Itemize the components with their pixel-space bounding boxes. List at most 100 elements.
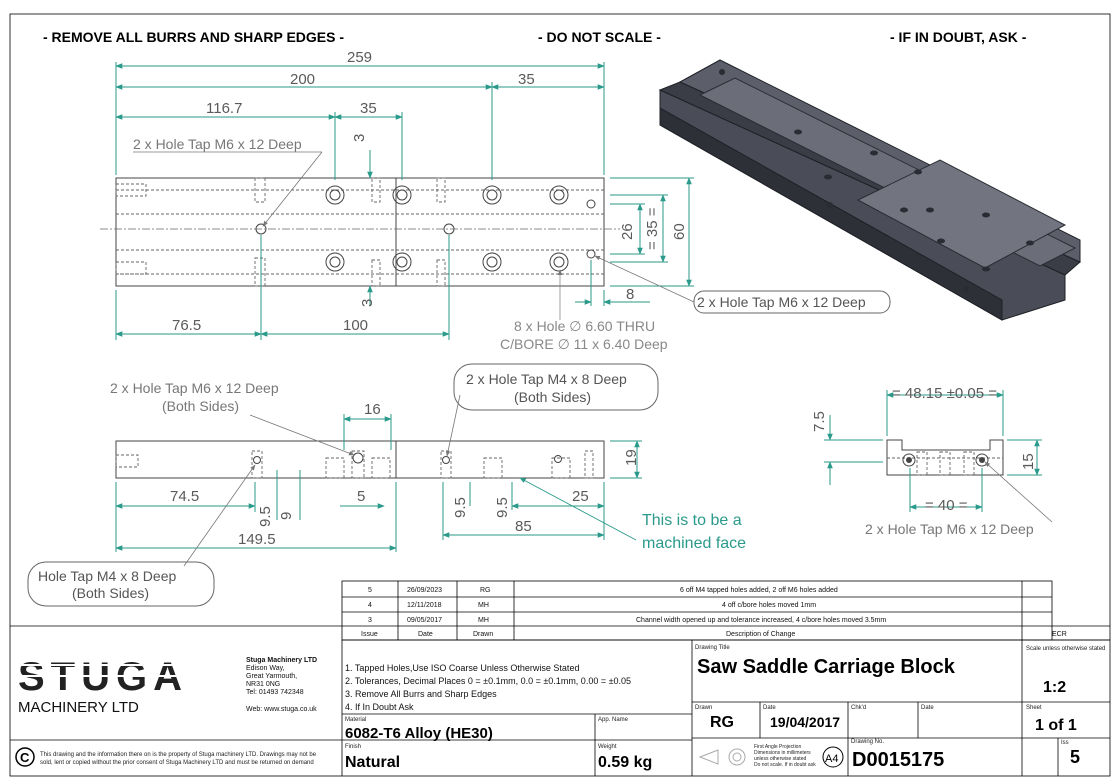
note-m4-2: (Both Sides) [514,389,591,405]
rev-header-date: Date [418,631,433,638]
rev-row-2-issue: 4 [368,602,372,609]
drawing-no: D0015175 [852,749,944,771]
scale-label: Scale unless otherwise stated [1026,646,1105,652]
date-value: 19/04/2017 [770,714,840,730]
note-m4b-1: Hole Tap M4 x 8 Deep [38,568,176,584]
dim-259: 259 [347,49,372,66]
banner-center: - DO NOT SCALE - [538,29,661,45]
dim-60: 60 [671,223,688,240]
banner-right: - IF IN DOUBT, ASK - [890,29,1027,45]
dim-76-5: 76.5 [172,317,201,334]
title-block [10,625,1110,776]
title-label: Drawing Title [695,645,730,651]
svg-text:C: C [20,750,30,765]
issue-label: Iss [1061,740,1069,746]
note-end-tap: 2 x Hole Tap M6 x 12 Deep [865,521,1034,537]
copyright-1: This drawing and the information there o… [40,752,317,758]
dim-9: 9 [278,512,295,520]
copyright-2: sold, lent or copied without the prior c… [40,760,314,766]
dim-100: 100 [343,317,368,334]
company-subtitle: MACHINERY LTD [18,699,139,716]
dim-9-5-c: 9.5 [494,497,511,518]
note-m4-1: 2 x Hole Tap M4 x 8 Deep [466,371,627,387]
dim-15: 15 [1020,453,1037,470]
dim-3-top: 3 [351,134,368,142]
dim-9-5-b: 9.5 [452,497,469,518]
rev-row-2-date: 12/11/2018 [407,602,442,609]
weight-value: 0.59 kg [598,754,652,771]
projection-2: Dimensions in millimeters [754,750,811,756]
sheet-label: Sheet [1026,705,1042,711]
note-cbore-2: C/BORE ∅ 11 x 6.40 Deep [500,336,668,352]
projection-1: First Angle Projection [754,744,801,750]
stuga-logo: STUGA [16,655,240,699]
dim-5: 5 [357,488,365,505]
cloud-m4b [27,561,215,607]
rev-row-3-desc: Channel width opened up and tolerance in… [636,617,886,624]
addr-1: Stuga Machinery LTD [246,657,317,664]
finish-value: Natural [345,754,400,771]
weight-label: Weight [598,744,617,750]
dim-7-5: 7.5 [811,411,828,432]
dim-74-5: 74.5 [170,488,199,505]
sheet-value: 1 of 1 [1035,717,1077,734]
note-2: 2. Tolerances, Decimal Places 0 = ±0.1mm… [345,676,631,686]
drawn-label: Drawn [695,705,712,711]
note-1: 1. Tapped Holes,Use ISO Coarse Unless Ot… [345,663,579,673]
projection-4: Do not scale. If in doubt ask [754,762,816,768]
addr-3: Great Yarmouth, [246,673,297,680]
addr-4: NR31 0NG [246,681,280,688]
cloud-m4 [453,363,659,411]
paper-size-badge: A4 [822,746,844,768]
note-tap-right: 2 x Hole Tap M6 x 12 Deep [697,294,866,310]
date2-label: Date [921,705,934,711]
finish-label: Finish [345,744,361,750]
rev-row-3-issue: 3 [368,617,372,624]
dim-40: = 40 = [925,497,968,514]
dim-35-top: 35 [518,71,535,88]
issue-value: 5 [1070,747,1080,767]
dim-200: 200 [290,71,315,88]
rev-row-2-desc: 4 off c/bore holes moved 1mm [722,602,816,609]
plan-view: 259 200 35 116.7 35 3 26 = 35 = 60 3 8 7… [100,49,891,352]
addr-2: Edison Way, [246,665,285,672]
dim-9-5-a: 9.5 [257,506,274,527]
rev-header-issue: Issue [361,631,378,638]
rev-row-1-desc: 6 off M4 tapped holes added, 2 off M6 ho… [680,587,838,594]
dim-116-7: 116.7 [206,100,242,117]
banner-left: - REMOVE ALL BURRS AND SHARP EDGES - [43,29,344,45]
projection-icon [698,748,746,766]
note-3: 3. Remove All Burrs and Sharp Edges [345,689,497,699]
rev-row-1-drawn: RG [480,587,491,594]
projection-3: unless otherwise stated [754,756,806,762]
dim-8: 8 [626,286,634,303]
rev-row-1-date: 26/09/2023 [407,587,442,594]
rev-header-drawn: Drawn [473,631,493,638]
dim-3-bottom: 3 [359,299,376,307]
copyright-icon: C [15,747,35,767]
note-4: 4. If In Doubt Ask [345,702,414,712]
app-label: App. Name [598,717,629,723]
note-m6-1: 2 x Hole Tap M6 x 12 Deep [110,380,279,396]
dim-149-5: 149.5 [238,531,276,548]
dim-19: 19 [623,449,640,466]
note-tap-left: 2 x Hole Tap M6 x 12 Deep [133,136,302,152]
dim-26: 26 [619,223,636,240]
dim-35: 35 [360,100,377,117]
side-view: 16 19 74.5 5 9.5 9 9.5 9.5 25 85 149.5 2… [27,363,746,607]
rev-row-1-issue: 5 [368,587,372,594]
dim-85: 85 [515,518,532,535]
note-machined-2: machined face [642,535,746,552]
dim-16: 16 [364,401,381,418]
note-m6-2: (Both Sides) [162,398,239,414]
rev-header-desc: Description of Change [726,631,795,638]
dim-35-eq: = 35 = [644,207,661,250]
material-label: Material [345,717,366,723]
rev-row-2-drawn: MH [478,602,489,609]
addr-5: Tel: 01493 742348 [246,689,304,696]
rev-row-3-date: 09/05/2017 [407,617,442,624]
chkd-label: Chk'd [851,705,866,711]
drawn-value: RG [710,714,734,731]
rev-row-3-drawn: MH [478,617,489,624]
